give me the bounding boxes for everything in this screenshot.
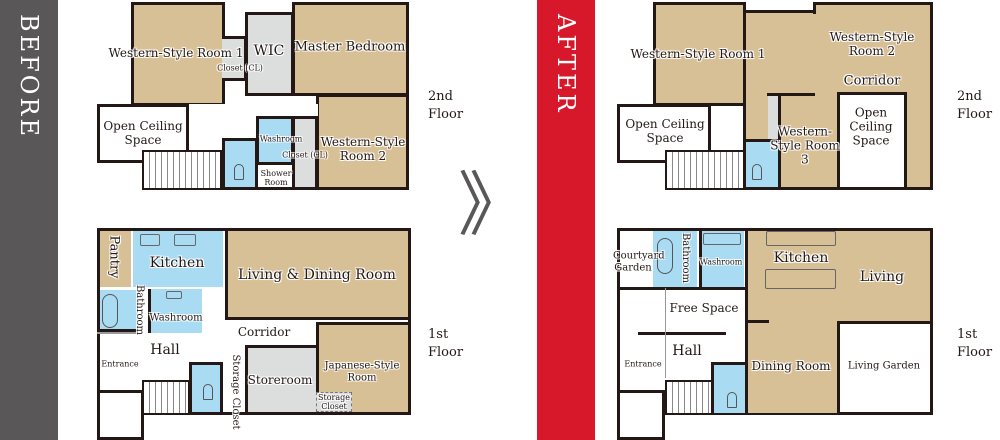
- label: Bathroom: [679, 232, 691, 284]
- label: Kitchen: [773, 249, 829, 266]
- room-western-1: [653, 2, 746, 106]
- label: Western-Style Room 1: [108, 46, 244, 61]
- label: Hall: [672, 342, 702, 359]
- label: Master Bedroom: [294, 39, 406, 55]
- label: Closet (CL): [217, 63, 263, 73]
- stairs: [665, 150, 745, 190]
- wall: [745, 320, 769, 323]
- label: Western-Style Room 3: [770, 124, 840, 166]
- room-living-garden: [837, 321, 933, 415]
- bathtub-icon: [657, 238, 673, 274]
- bathtub-icon: [102, 294, 118, 328]
- label: Washroom: [259, 134, 303, 144]
- floor-label: 2nd Floor: [428, 89, 464, 122]
- toilet-icon: [752, 164, 762, 180]
- hall-2f: [710, 106, 743, 150]
- room-toilet: [743, 139, 781, 190]
- room-kitchen: [133, 231, 223, 287]
- label: Corridor: [237, 325, 291, 340]
- kitchen-island-icon: [765, 269, 836, 289]
- after-banner: AFTER: [537, 0, 595, 440]
- room-pantry: [100, 231, 131, 287]
- label: Storage Closet: [229, 354, 241, 430]
- label: Washroom: [149, 312, 203, 324]
- porch: [97, 390, 144, 440]
- label: Hall: [150, 341, 180, 358]
- label: Storage Closet: [318, 392, 350, 411]
- label: WIC: [253, 42, 285, 59]
- after-label: AFTER: [552, 14, 580, 115]
- label: Bathroom: [133, 284, 145, 336]
- toilet-icon: [234, 164, 244, 180]
- floor-label: 1st Floor: [957, 327, 993, 360]
- label: Free Space: [669, 301, 739, 316]
- room-living-dining: [225, 231, 408, 320]
- counter-icon: [766, 231, 836, 246]
- label: Entrance: [624, 359, 662, 369]
- stairs: [142, 150, 222, 190]
- stairs: [665, 380, 713, 415]
- label: Open Ceiling Space: [103, 119, 183, 147]
- label: Western-Style Room 2: [320, 135, 406, 163]
- label: Shower Room: [260, 168, 292, 187]
- label: Corridor: [843, 73, 901, 89]
- before-banner: BEFORE: [0, 0, 58, 440]
- toilet-icon: [203, 384, 213, 400]
- stairs: [142, 380, 190, 415]
- stove-icon: [140, 234, 160, 246]
- porch: [617, 390, 665, 440]
- room-open-ceiling-right: [837, 92, 907, 190]
- label: Open Ceiling Space: [625, 117, 705, 145]
- label: Courtyard Garden: [613, 250, 665, 274]
- room-washroom: [148, 289, 202, 333]
- label: Living Garden: [847, 360, 921, 372]
- room-washroom: [699, 231, 744, 288]
- label: Living & Dining Room: [238, 266, 396, 283]
- vanity-icon: [703, 233, 741, 245]
- label: Western-Style Room 1: [630, 47, 766, 62]
- sink-icon: [166, 291, 182, 299]
- toilet-icon: [727, 392, 737, 408]
- label: Pantry: [106, 235, 122, 279]
- label: Storeroom: [247, 373, 313, 388]
- label: Closet (CL): [282, 150, 328, 160]
- closet-2: [292, 116, 318, 190]
- before-label: BEFORE: [15, 14, 43, 140]
- wall: [617, 287, 745, 290]
- label: Kitchen: [149, 254, 205, 271]
- label: Washroom: [699, 257, 743, 267]
- label: Western-Style Room 2: [829, 30, 915, 58]
- wall: [767, 93, 815, 96]
- upper-area-top: [813, 2, 933, 14]
- floor-label: 2nd Floor: [957, 89, 993, 122]
- divider: [665, 288, 666, 378]
- divider: [97, 332, 142, 334]
- label: Entrance: [101, 359, 139, 369]
- wall: [638, 332, 726, 335]
- label: Open Ceiling Space: [849, 105, 893, 147]
- closet: [768, 96, 778, 140]
- room-western-1: [131, 2, 225, 106]
- label: Living: [859, 268, 905, 285]
- floor-label: 1st Floor: [428, 327, 464, 360]
- room-storeroom: [245, 345, 316, 412]
- label: Dining Room: [751, 359, 831, 374]
- sink-icon: [174, 234, 196, 246]
- arrow-icon: 》: [458, 164, 528, 246]
- storage-closet: [316, 392, 352, 412]
- label: Japanese-Style Room: [324, 360, 400, 384]
